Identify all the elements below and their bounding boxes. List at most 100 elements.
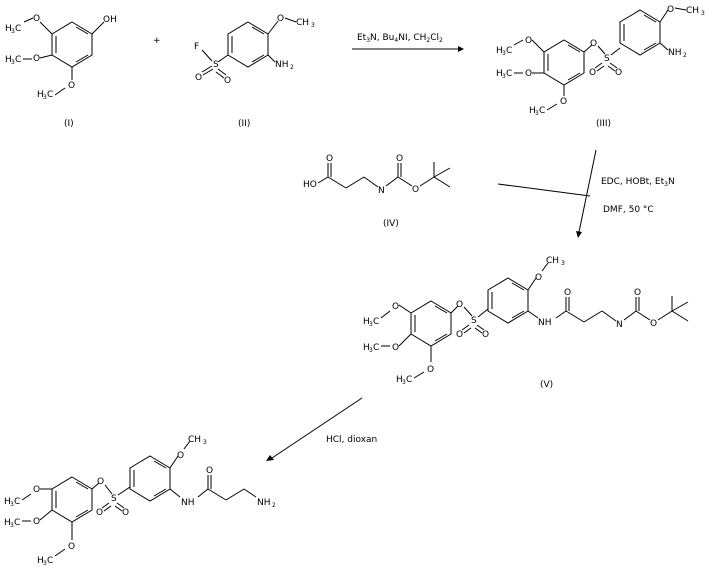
amide-nh-label: NH [181,498,195,508]
svg-text:C: C [14,497,20,507]
svg-text:O: O [667,5,674,15]
svg-text:O: O [615,68,622,78]
svg-text:2: 2 [272,502,276,509]
carbamate-n-label: N [616,320,623,330]
svg-text:O: O [590,39,597,49]
svg-text:O: O [206,466,213,476]
svg-text:H: H [4,518,11,528]
svg-text:3: 3 [502,73,506,80]
svg-text:C: C [506,69,512,79]
svg-text:S: S [111,494,117,504]
svg-text:C: C [14,518,20,528]
svg-text:3: 3 [11,28,15,35]
step2-reagents-line1: EDC, HOBt, Et3N [601,177,675,188]
svg-text:O: O [396,154,403,164]
svg-text:S: S [213,60,219,70]
svg-text:CH: CH [188,435,201,445]
svg-text:O: O [33,485,40,495]
amino-label: NH [668,48,682,58]
svg-text:H: H [496,46,503,56]
svg-text:O: O [589,68,596,78]
svg-text:CH: CH [546,256,559,266]
svg-text:O: O [634,288,641,298]
compound-II-label: (II) [238,119,250,129]
svg-text:O: O [96,508,103,518]
svg-text:S: S [604,54,610,64]
svg-text:H: H [5,55,12,65]
svg-text:O: O [33,54,40,64]
svg-text:H: H [496,69,503,79]
step2-reagents-line2: DMF, 50 °C [603,205,654,215]
svg-text:O: O [33,517,40,527]
reaction-arrow-2: EDC, HOBt, Et3N DMF, 50 °C [497,149,675,238]
svg-text:O: O [177,451,184,461]
hydroxyl-label: HO [303,180,317,190]
compound-V: O S O O O CH 3 NH O N O O [363,256,689,390]
svg-text:O: O [412,185,419,195]
svg-text:3: 3 [10,501,14,508]
svg-text:C: C [15,55,21,65]
svg-text:C: C [373,317,379,327]
svg-text:O: O [560,97,567,107]
svg-text:O: O [33,14,40,24]
svg-text:O: O [97,477,104,487]
svg-text:3: 3 [701,10,705,17]
svg-text:3: 3 [10,522,14,529]
compound-III: O S O O O CH 3 NH 2 O H 3 C O H 3 C O [496,5,705,129]
svg-text:O: O [482,330,489,340]
svg-text:O: O [525,36,532,46]
svg-text:O: O [564,288,571,298]
svg-text:3: 3 [43,94,47,101]
svg-text:O: O [427,365,434,375]
svg-text:H: H [363,343,370,353]
svg-text:H: H [37,556,44,566]
svg-text:3: 3 [402,379,406,386]
svg-text:3: 3 [11,59,15,66]
svg-text:3: 3 [311,22,315,29]
svg-text:H: H [363,317,370,327]
product-compound: O S O O O CH 3 NH O NH 2 O H 3 C [4,435,276,567]
hydroxyl-label: OH [103,15,117,25]
svg-text:O: O [525,69,532,79]
svg-text:C: C [373,343,379,353]
svg-text:S: S [471,316,477,326]
svg-text:3: 3 [502,50,506,57]
svg-text:CH: CH [686,6,699,16]
svg-text:H: H [5,24,12,34]
svg-text:O: O [195,73,202,83]
svg-text:3: 3 [203,439,207,446]
svg-text:C: C [47,90,53,100]
svg-text:CH: CH [296,18,309,28]
svg-text:3: 3 [535,110,539,117]
plus-sign: + [153,36,161,46]
svg-text:3: 3 [369,321,373,328]
svg-text:O: O [122,508,129,518]
svg-text:2: 2 [290,64,294,71]
step3-reagents: HCl, dioxan [326,435,377,445]
svg-text:O: O [68,542,75,552]
svg-text:O: O [650,319,657,329]
reaction-arrow-1: Et3N, Bu4NI, CH2Cl2 [352,33,464,52]
compound-IV-label: (IV) [383,219,399,229]
svg-text:O: O [456,330,463,340]
svg-text:C: C [539,106,545,116]
svg-text:H: H [529,106,536,116]
svg-text:3: 3 [43,560,47,567]
nitrogen-label: N [378,186,385,196]
svg-text:3: 3 [369,347,373,354]
svg-text:O: O [68,81,75,91]
svg-text:C: C [47,556,53,566]
fluorine-label: F [194,42,199,52]
svg-text:H: H [37,90,44,100]
svg-text:C: C [506,46,512,56]
reaction-arrow-3: HCl, dioxan [266,397,377,461]
svg-text:O: O [326,154,333,164]
svg-text:3: 3 [561,260,565,267]
step1-reagents: Et3N, Bu4NI, CH2Cl2 [357,33,443,44]
compound-I-label: (I) [64,119,74,129]
amino-label: NH [275,60,289,70]
amino-label: NH [257,498,271,508]
svg-text:O: O [456,300,463,310]
svg-text:2: 2 [683,52,687,59]
compound-III-label: (III) [596,119,611,129]
